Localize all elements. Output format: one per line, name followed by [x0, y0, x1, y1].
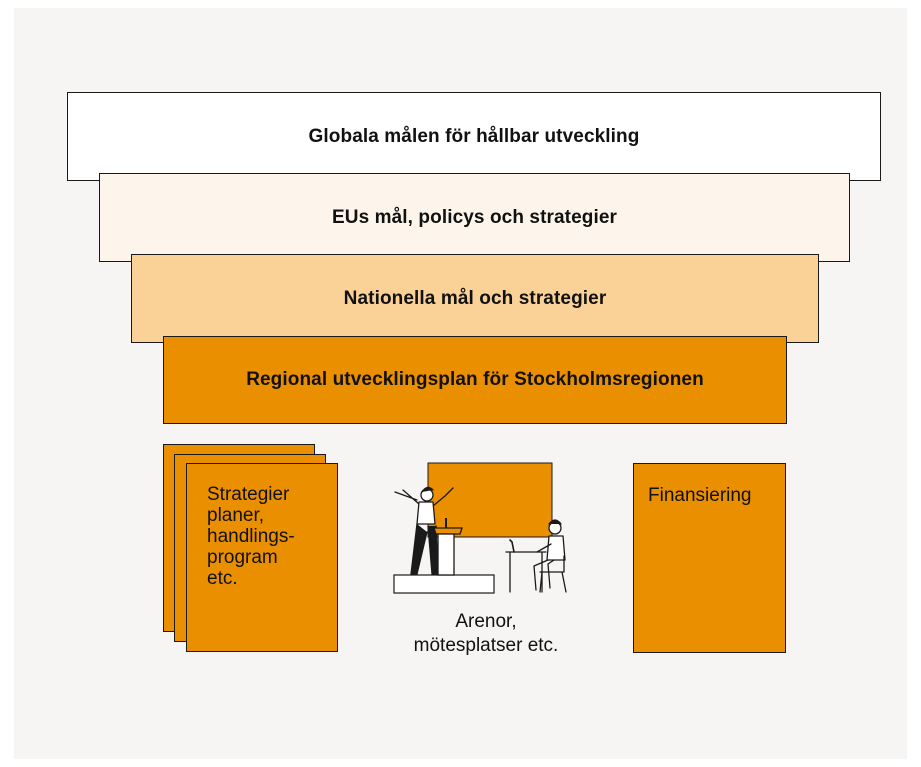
speaker-figure: [394, 486, 454, 575]
lectern: [433, 518, 463, 576]
tier-global-goals-label: Globala målen för hållbar utveckling: [308, 125, 640, 147]
arena-caption: Arenor, mötesplatser etc.: [413, 611, 559, 656]
presentation-screen: [427, 462, 553, 538]
tier-national-goals-label: Nationella mål och strategier: [343, 287, 607, 309]
meeting-illustration: [393, 462, 567, 594]
tier-regional-plan-label: Regional utvecklingsplan för Stockholmsr…: [246, 369, 704, 390]
tier-global-goals: Globala målen för hållbar utveckling: [67, 92, 881, 181]
tier-regional-plan: Regional utvecklingsplan för Stockholmsr…: [163, 336, 787, 424]
stage: [393, 574, 495, 594]
tier-eu-goals-label: EUs mål, policys och strategier: [331, 206, 618, 228]
desk-person-figure: [505, 519, 567, 593]
tier-national-goals: Nationella mål och strategier: [131, 254, 819, 343]
document-sheet-front: [186, 463, 338, 652]
finance-label: Finansiering: [648, 485, 752, 506]
tier-eu-goals: EUs mål, policys och strategier: [99, 173, 850, 262]
finance-box: [633, 463, 786, 653]
documents-label: Strategier planer, handlings- program et…: [207, 484, 295, 589]
